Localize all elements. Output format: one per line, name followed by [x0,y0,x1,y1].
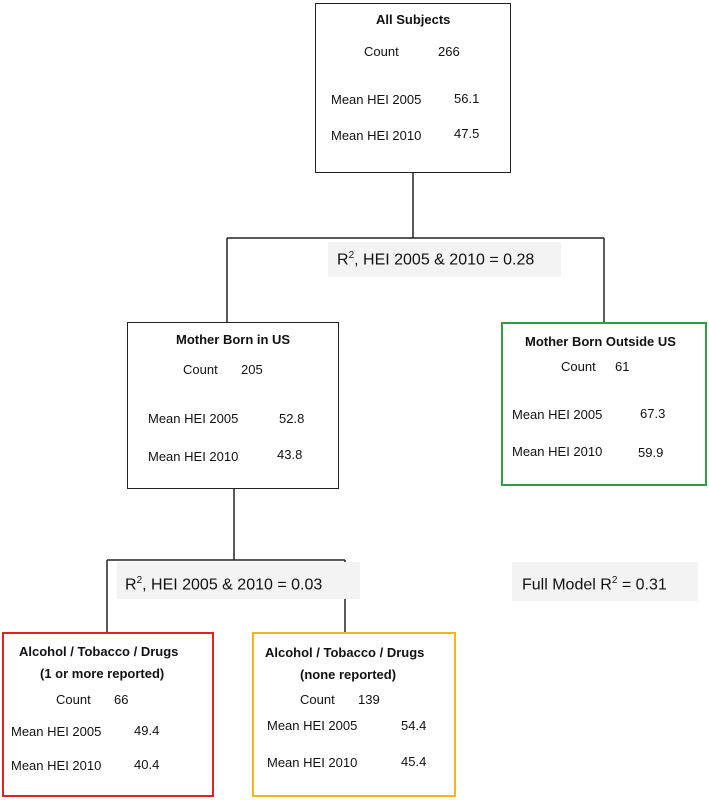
r2-text: , HEI 2005 & 2010 = 0.28 [354,251,535,269]
hei2005-label: Mean HEI 2005 [267,718,358,733]
hei2010-label: Mean HEI 2010 [267,755,358,770]
hei2005-label: Mean HEI 2005 [331,92,422,107]
hei2005-label: Mean HEI 2005 [11,724,102,739]
count-label: Count [183,362,218,377]
hei2010-label: Mean HEI 2010 [11,758,102,773]
count-value: 66 [114,692,129,707]
node-mother-born-outside-us: Mother Born Outside US Count 61 Mean HEI… [501,322,707,486]
count-value: 61 [615,359,630,374]
node-mother-born-us: Mother Born in US Count 205 Mean HEI 200… [127,322,339,489]
full-model-r2-label: Full Model R2 = 0.31 [512,562,698,601]
hei2010-value: 40.4 [134,757,160,772]
hei2010-label: Mean HEI 2010 [331,128,422,143]
node-atd-none: Alcohol / Tobacco / Drugs (none reported… [252,632,456,797]
hei2005-label: Mean HEI 2005 [512,407,603,422]
hei2010-value: 59.9 [638,445,664,460]
count-label: Count [56,692,91,707]
r2-symbol: R [125,576,137,594]
node-title: Mother Born in US [176,332,291,347]
split1-r2-label: R2, HEI 2005 & 2010 = 0.28 [328,242,561,277]
count-label: Count [561,359,596,374]
node-title: Mother Born Outside US [525,334,676,349]
hei2005-value: 67.3 [640,406,666,421]
r2-superscript: 2 [136,575,143,586]
node-atd-reported: Alcohol / Tobacco / Drugs (1 or more rep… [2,632,214,797]
node-all-subjects: All Subjects Count 266 Mean HEI 2005 56.… [315,3,511,173]
node-title-line1: Alcohol / Tobacco / Drugs [19,644,179,659]
split2-r2-label: R2, HEI 2005 & 2010 = 0.03 [117,562,360,599]
full-model-superscript: 2 [611,575,618,586]
count-label: Count [364,44,399,59]
node-title-line2: (none reported) [300,667,397,682]
node-title: All Subjects [376,12,451,27]
r2-superscript: 2 [348,250,355,261]
hei2005-value: 56.1 [454,91,480,106]
hei2005-value: 52.8 [279,411,305,426]
hei2010-value: 45.4 [401,754,427,769]
hei2005-value: 49.4 [134,723,160,738]
full-model-value: = 0.31 [617,576,667,594]
r2-text: , HEI 2005 & 2010 = 0.03 [142,576,323,594]
count-value: 205 [241,362,263,377]
count-value: 139 [358,692,380,707]
count-label: Count [300,692,335,707]
hei2010-value: 47.5 [454,126,480,141]
count-value: 266 [438,44,460,59]
hei2010-label: Mean HEI 2010 [148,449,239,464]
full-model-text: Full Model R [522,576,612,594]
hei2010-label: Mean HEI 2010 [512,444,603,459]
r2-symbol: R [337,251,349,269]
hei2005-value: 54.4 [401,718,427,733]
node-title-line2: (1 or more reported) [40,666,165,681]
node-title-line1: Alcohol / Tobacco / Drugs [265,645,425,660]
hei2010-value: 43.8 [277,447,303,462]
hei2005-label: Mean HEI 2005 [148,411,239,426]
